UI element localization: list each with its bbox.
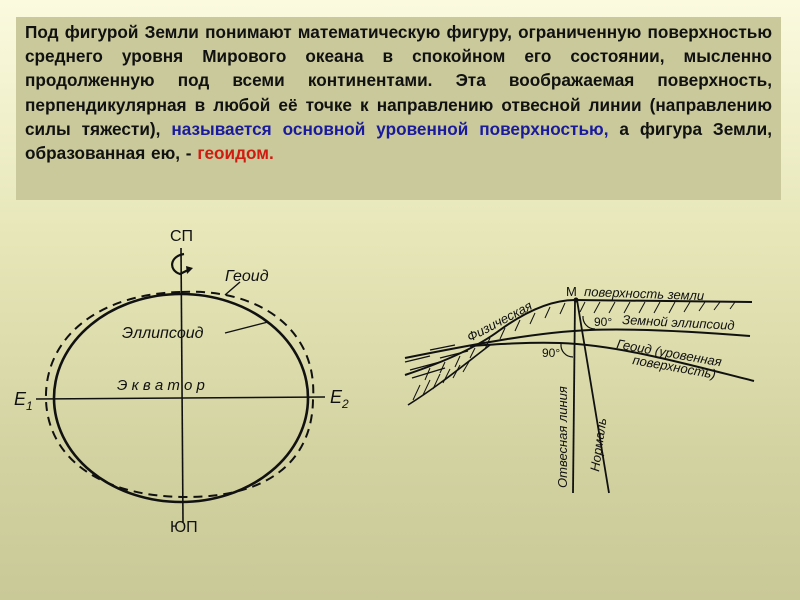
level-surface-term: называется основной уровенной поверхност… (171, 118, 609, 139)
e1-label: E1 (14, 389, 33, 413)
geoid-level-surface-line (469, 341, 755, 382)
earth-ellipsoid-line (404, 328, 751, 359)
ellipsoid-leader-line (224, 321, 269, 334)
geoid-leader-line (224, 281, 241, 296)
definition-text-part2: а фигура Земли, образованная ею, - (25, 118, 772, 164)
right-angle-arc-geoid (560, 343, 574, 358)
ellipsoid-label: Эллипсоид (122, 325, 204, 342)
rotation-arrow-icon (171, 252, 189, 276)
north-pole-label: СП (170, 228, 193, 245)
geoid-term: геоидом. (197, 143, 274, 164)
right-angle-arc-ellipsoid (582, 315, 596, 330)
ellipsoid-outline (52, 292, 310, 504)
rotation-arrowhead-icon (186, 266, 193, 274)
earth-surface-label: поверхность земли (584, 284, 704, 303)
equator-label: Э к в а т о р (117, 377, 205, 394)
terrain-slope-line (407, 344, 491, 406)
geoid-outline (44, 290, 315, 499)
definition-text-box: Под фигурой Земли понимают математическу… (16, 17, 781, 200)
angle-geoid-label: 90° (542, 346, 560, 360)
equator-line (35, 396, 326, 400)
physical-label: Физическая (464, 298, 534, 345)
physical-surface-line (404, 298, 753, 376)
geoid-label: Геоид (225, 268, 269, 285)
plumb-line-label: Отвесная линия (555, 386, 570, 488)
definition-paragraph: Под фигурой Земли понимают математическу… (25, 20, 772, 165)
normal-label: Нормаль (587, 417, 609, 473)
point-m-label: М (566, 284, 577, 299)
angle-ellipsoid-label: 90° (594, 315, 612, 329)
south-pole-label: ЮП (170, 519, 198, 536)
ocean-dashes (404, 344, 469, 379)
ellipsoid-line-label: Земной эллипсоид (622, 312, 735, 333)
definition-text-part1: Под фигурой Земли понимают математическу… (25, 22, 772, 139)
e2-label: E2 (330, 387, 349, 411)
plumb-line (572, 299, 576, 494)
normal-line (576, 299, 610, 494)
